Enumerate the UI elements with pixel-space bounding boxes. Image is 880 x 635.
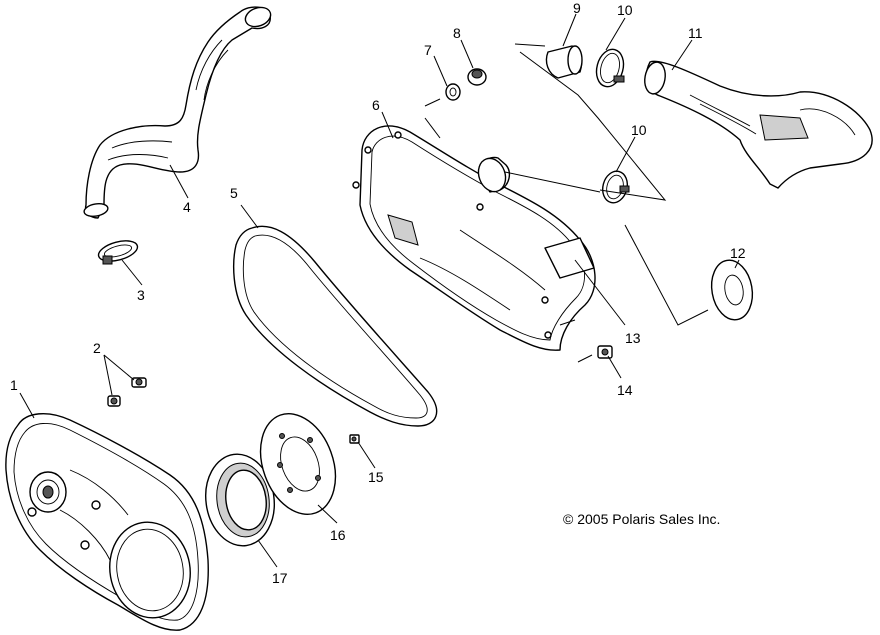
callout-11: 11	[688, 25, 703, 41]
callout-13: 13	[625, 330, 641, 346]
part-10-clamp-lower	[601, 170, 630, 204]
part-1-inner-clutch-cover	[5, 413, 209, 631]
part-12-gasket	[710, 259, 754, 321]
part-9-coupler	[545, 45, 583, 79]
part-2-bolt-b	[107, 395, 121, 407]
callout-17: 17	[272, 570, 288, 586]
part-10-clamp-upper	[595, 48, 625, 88]
part-6-clutch-cover	[352, 125, 596, 351]
callout-6: 6	[372, 97, 380, 113]
cover-bolt-bosses	[352, 131, 579, 339]
copyright-text: © 2005 Polaris Sales Inc.	[563, 511, 720, 527]
part-4-intake-duct	[83, 6, 272, 219]
callout-14: 14	[617, 382, 633, 398]
callout-15: 15	[368, 469, 384, 485]
part-11-exhaust-duct	[644, 60, 873, 189]
callout-10-upper: 10	[617, 2, 633, 18]
part-7-washer	[445, 83, 461, 101]
alignment-lines	[424, 43, 709, 363]
part-16-plate	[259, 412, 337, 516]
callout-7: 7	[424, 42, 432, 58]
callout-12: 12	[730, 245, 746, 261]
callout-5: 5	[230, 185, 238, 201]
callout-1: 1	[10, 377, 18, 393]
part-5-drive-belt	[233, 225, 438, 427]
callout-9: 9	[573, 0, 581, 16]
part-2-bolts	[107, 377, 147, 407]
callout-labels: 1 2 3 4 5 6 7 8 9 10 10 11 12 13 14 15 1…	[10, 0, 746, 586]
part-15-screw	[349, 434, 360, 444]
part-17-seal	[205, 453, 275, 547]
part-3-hose-clamp	[97, 240, 139, 265]
callout-10-lower: 10	[631, 122, 647, 138]
callout-16: 16	[330, 527, 346, 543]
callout-4: 4	[183, 199, 191, 215]
part-2-bolt-a	[131, 377, 147, 388]
part-8-plug	[467, 68, 487, 86]
part-14-bolt	[597, 345, 613, 359]
callout-2: 2	[93, 340, 101, 356]
callout-3: 3	[137, 287, 145, 303]
callout-8: 8	[453, 25, 461, 41]
leader-lines	[19, 13, 740, 568]
